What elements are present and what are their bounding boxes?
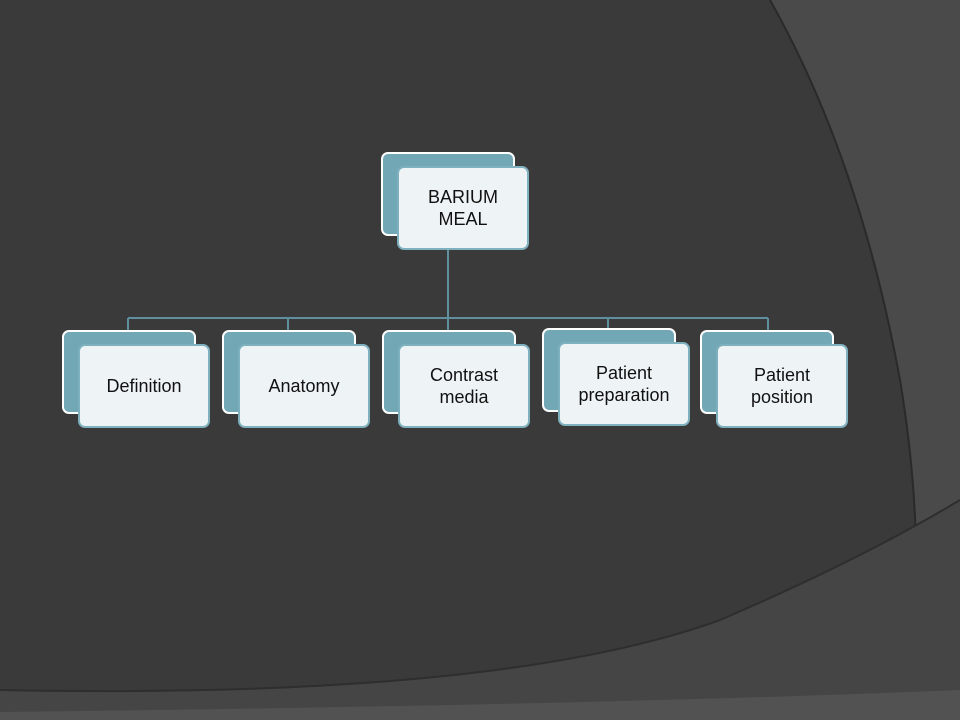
child-node-patient-preparation: Patient preparation [542, 328, 692, 426]
root-node-label: BARIUM MEAL [426, 186, 500, 230]
child-node-patient-position: Patient position [700, 330, 850, 428]
child-node-label-line-2: position [750, 387, 814, 407]
child-node-label: Patient position [749, 364, 815, 408]
root-node-label-line-1: BARIUM [427, 187, 498, 207]
background-bottom-band [0, 500, 960, 720]
child-node-front-card: Patient position [716, 344, 848, 428]
child-node-front-card: Contrast media [398, 344, 530, 428]
child-node-label-line-1: Contrast [429, 365, 499, 385]
child-node-front-card: Anatomy [238, 344, 370, 428]
background-bottom-edge [0, 499, 960, 693]
root-node-front-card: BARIUM MEAL [397, 166, 529, 250]
child-node-front-card: Patient preparation [558, 342, 690, 426]
background-right-curve [770, 0, 960, 720]
child-node-definition: Definition [62, 330, 212, 428]
child-node-anatomy: Anatomy [222, 330, 372, 428]
child-node-label: Definition [104, 375, 183, 397]
background-bottom-strip [0, 690, 960, 720]
child-node-label: Patient preparation [576, 362, 671, 406]
child-node-front-card: Definition [78, 344, 210, 428]
root-node: BARIUM MEAL [381, 152, 531, 250]
child-node-contrast-media: Contrast media [382, 330, 532, 428]
child-node-label-line-2: media [439, 387, 489, 407]
child-node-label: Contrast media [428, 364, 500, 408]
child-node-label-line-2: preparation [578, 385, 670, 405]
child-node-label: Anatomy [266, 375, 341, 397]
child-node-label-line-1: Definition [106, 376, 182, 396]
child-node-label-line-1: Patient [595, 363, 653, 383]
child-node-label-line-1: Anatomy [268, 376, 340, 396]
root-node-label-line-2: MEAL [438, 209, 488, 229]
child-node-label-line-1: Patient [753, 365, 811, 385]
